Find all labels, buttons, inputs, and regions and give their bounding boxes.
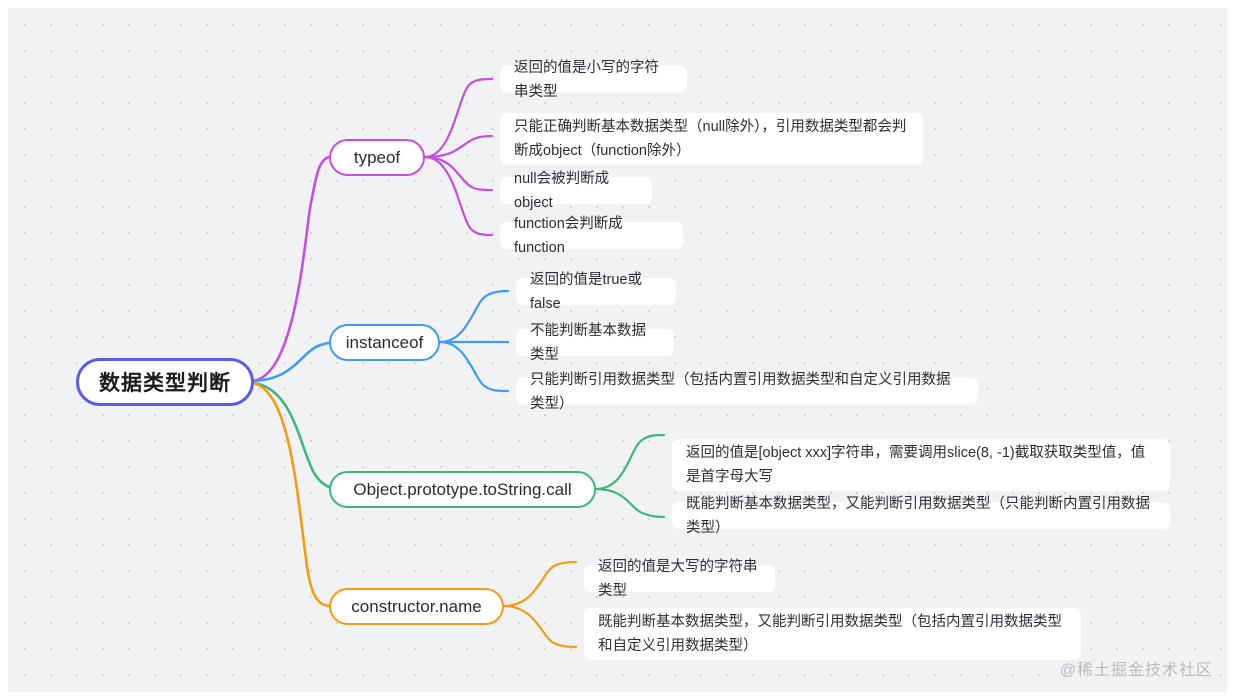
leaf-constructor-2-text: 既能判断基本数据类型，又能判断引用数据类型（包括内置引用数据类型和自定义引用数据… (598, 614, 1062, 654)
branch-node-instanceof-label: instanceof (345, 332, 424, 352)
root-node[interactable]: 数据类型判断 (76, 358, 254, 406)
leaf-tostring-1[interactable]: 返回的值是[object xxx]字符串，需要调用slice(8, -1)截取获… (672, 439, 1170, 491)
leaf-constructor-1-text: 返回的值是大写的字符串类型 (598, 558, 758, 599)
leaf-typeof-4[interactable]: function会判断成function (500, 216, 683, 256)
branch-node-constructor-name-label: constructor.name (351, 596, 482, 616)
leaf-instanceof-1-text: 返回的值是true或false (530, 271, 642, 312)
mindmap-canvas[interactable]: 数据类型判断 typeof 返回的值是小写的字符串类型 只能正确判断基本数据类型… (8, 8, 1227, 692)
leaf-tostring-2-text: 既能判断基本数据类型，又能判断引用数据类型（只能判断内置引用数据类型） (686, 495, 1150, 536)
leaf-constructor-2[interactable]: 既能判断基本数据类型，又能判断引用数据类型（包括内置引用数据类型和自定义引用数据… (584, 608, 1081, 660)
leaf-constructor-1[interactable]: 返回的值是大写的字符串类型 (584, 559, 775, 599)
leaf-tostring-1-text: 返回的值是[object xxx]字符串，需要调用slice(8, -1)截取获… (686, 445, 1146, 485)
leaf-typeof-2[interactable]: 只能正确判断基本数据类型（null除外），引用数据类型都会判断成object（f… (500, 113, 923, 165)
leaf-typeof-3[interactable]: null会被判断成object (500, 171, 652, 211)
branch-node-object-prototype-tostring-call[interactable]: Object.prototype.toString.call (329, 471, 596, 508)
leaf-typeof-3-text: null会被判断成object (514, 170, 610, 211)
branch-node-typeof-label: typeof (353, 147, 401, 167)
leaf-instanceof-3[interactable]: 只能判断引用数据类型（包括内置引用数据类型和自定义引用数据类型） (516, 372, 978, 412)
leaf-instanceof-1[interactable]: 返回的值是true或false (516, 272, 676, 312)
leaf-instanceof-2-text: 不能判断基本数据类型 (530, 322, 646, 363)
leaf-tostring-2[interactable]: 既能判断基本数据类型，又能判断引用数据类型（只能判断内置引用数据类型） (672, 496, 1170, 536)
branch-node-typeof[interactable]: typeof (329, 139, 425, 176)
watermark: @稀土掘金技术社区 (1059, 662, 1213, 679)
leaf-typeof-1[interactable]: 返回的值是小写的字符串类型 (500, 60, 687, 100)
root-node-label: 数据类型判断 (99, 372, 231, 395)
leaf-typeof-4-text: function会判断成function (514, 215, 623, 256)
leaf-instanceof-3-text: 只能判断引用数据类型（包括内置引用数据类型和自定义引用数据类型） (530, 371, 951, 412)
leaf-typeof-2-text: 只能正确判断基本数据类型（null除外），引用数据类型都会判断成object（f… (514, 119, 907, 159)
leaf-instanceof-2[interactable]: 不能判断基本数据类型 (516, 323, 674, 363)
branch-node-constructor-name[interactable]: constructor.name (329, 588, 504, 625)
branch-node-object-prototype-tostring-call-label: Object.prototype.toString.call (353, 479, 572, 499)
leaf-typeof-1-text: 返回的值是小写的字符串类型 (514, 59, 659, 100)
branch-node-instanceof[interactable]: instanceof (329, 324, 440, 361)
